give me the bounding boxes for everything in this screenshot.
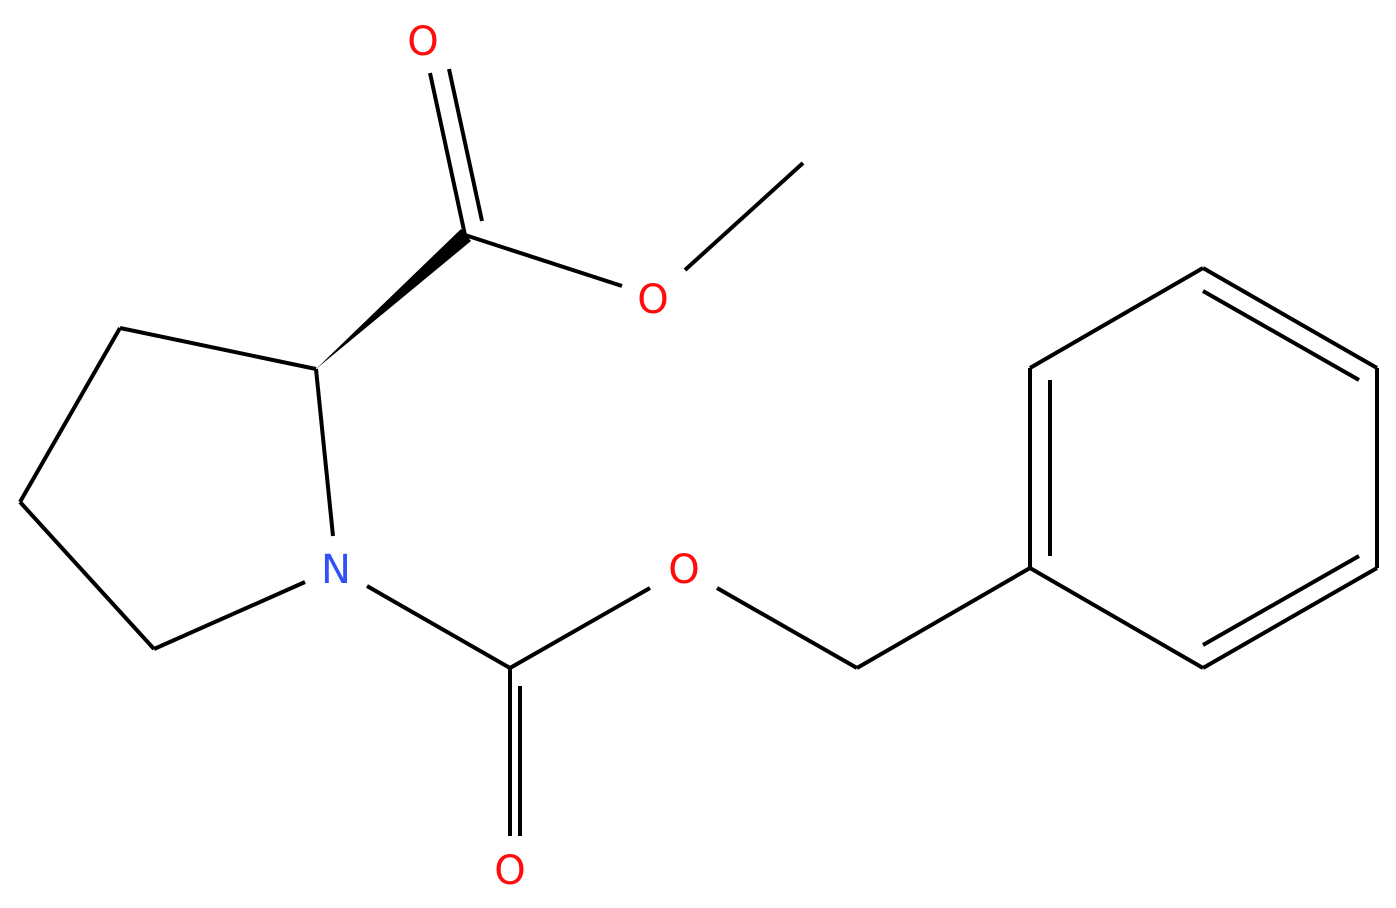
bond-n-c2 [314, 368, 335, 537]
bond-ph-3-4 [1202, 266, 1378, 370]
atom-label-o-ester: O [637, 277, 668, 323]
bond-o-benzyl-ch2 [716, 586, 858, 670]
bond-o-methyl [683, 161, 805, 272]
bond-carbonyl-o-top-1 [428, 72, 467, 236]
atom-label-o-carbonyl-bottom: O [494, 848, 525, 894]
bond-carbonyl-o-top-2 [447, 68, 484, 222]
bond-c4-c5 [18, 500, 156, 651]
bond-ph-3-4-inner [1202, 289, 1360, 382]
bond-n-carbamate-c [366, 584, 511, 670]
atom-label-n-ring: N [321, 547, 351, 593]
bond-c-o-ester [464, 233, 623, 288]
bond-carbamate-c-o [509, 586, 651, 670]
atom-label-o-carbamate: O [668, 547, 699, 593]
atom-label-o-carbonyl-top: O [407, 19, 438, 65]
methyl-ester-group [428, 68, 805, 288]
bond-c5-n [153, 580, 306, 651]
bond-c2-c3 [119, 326, 317, 371]
bond-ph-6-1 [1028, 566, 1205, 670]
bond-ph-2-3 [1028, 266, 1205, 370]
benzene-ring [1028, 266, 1379, 670]
wedge-bond-stereo [316, 229, 471, 369]
bond-c3-c4 [18, 327, 122, 503]
bond-ph-5-6-inner [1202, 554, 1360, 647]
carbamate-group [366, 566, 1032, 836]
pyrrolidine-ring [18, 326, 335, 651]
bond-ch2-phenyl [855, 566, 1032, 670]
bond-ph-5-6 [1202, 566, 1378, 670]
